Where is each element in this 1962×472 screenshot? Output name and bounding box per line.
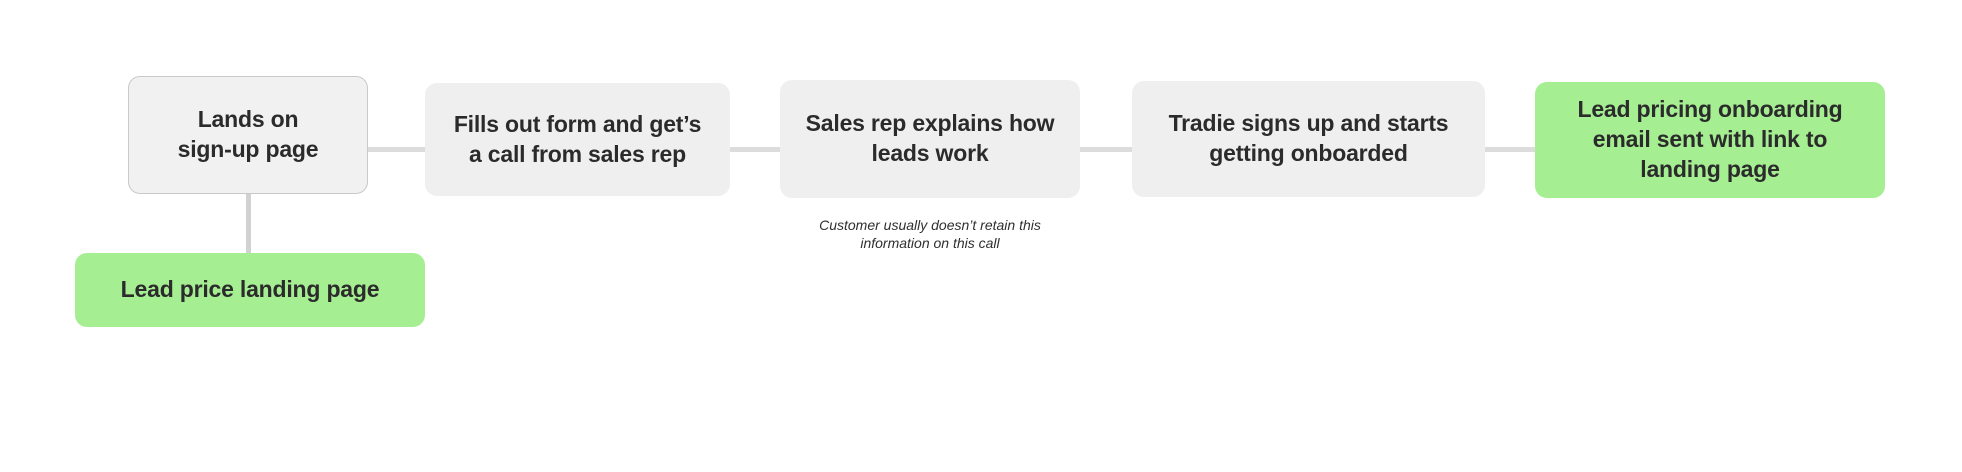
flow-node-lead-pricing-onboarding-email[interactable]: Lead pricing onboarding email sent with … xyxy=(1535,82,1885,198)
connector-lands-on-signup-page-to-lead-price-landing-page xyxy=(246,194,251,260)
connector-sales-rep-explains-to-tradie-signs-up xyxy=(1080,147,1132,152)
connector-tradie-signs-up-to-lead-pricing-onboarding-email xyxy=(1485,147,1535,152)
connector-fills-out-form-to-sales-rep-explains xyxy=(730,147,780,152)
flow-node-sales-rep-explains[interactable]: Sales rep explains how leads work xyxy=(780,80,1080,198)
flow-node-lead-price-landing-page[interactable]: Lead price landing page xyxy=(75,253,425,327)
flow-node-tradie-signs-up[interactable]: Tradie signs up and starts getting onboa… xyxy=(1132,81,1485,197)
annotation-caption-retain-info: Customer usually doesn’t retain this inf… xyxy=(819,217,1041,252)
flow-node-lands-on-signup-page[interactable]: Lands on sign-up page xyxy=(128,76,368,194)
connector-lands-on-signup-page-to-fills-out-form xyxy=(368,147,425,152)
flow-node-fills-out-form[interactable]: Fills out form and get’s a call from sal… xyxy=(425,83,730,196)
